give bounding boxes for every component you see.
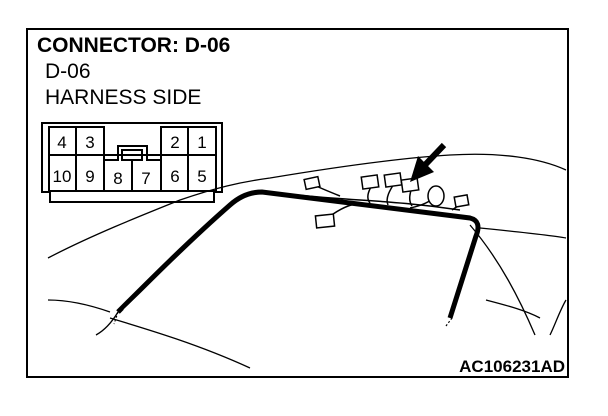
connector-face <box>41 122 223 203</box>
pin-number: 7 <box>141 169 150 188</box>
pin-number: 5 <box>197 167 206 186</box>
pin-number: 3 <box>85 133 94 152</box>
connector-id-label: D-06 <box>45 60 91 83</box>
harness-connector-d06 <box>400 177 420 193</box>
harness-connector <box>303 175 321 191</box>
vehicle-outline <box>47 153 567 369</box>
pin-number: 2 <box>170 133 179 152</box>
pin-numbers-bottom: 10 9 8 7 6 5 <box>53 167 207 188</box>
location-arrow <box>410 142 447 182</box>
harness-connector <box>383 172 403 188</box>
diagram-title: CONNECTOR: D-06 <box>37 34 230 57</box>
pin-number: 8 <box>113 169 122 188</box>
harness-side-label: HARNESS SIDE <box>45 86 201 109</box>
harness-connector <box>314 213 336 229</box>
harness-connector <box>360 174 380 190</box>
harness-grommet <box>427 185 445 207</box>
pin-number: 9 <box>85 167 94 186</box>
windshield-header <box>113 189 481 327</box>
pin-number: 4 <box>57 133 66 152</box>
harness-connectors <box>303 172 470 229</box>
figure-code: AC106231AD <box>459 357 565 376</box>
pin-numbers-top: 4 3 2 1 <box>57 133 206 152</box>
pin-number: 10 <box>53 167 72 186</box>
pin-number: 1 <box>197 133 206 152</box>
pin-number: 6 <box>170 167 179 186</box>
harness-connector <box>453 193 470 208</box>
